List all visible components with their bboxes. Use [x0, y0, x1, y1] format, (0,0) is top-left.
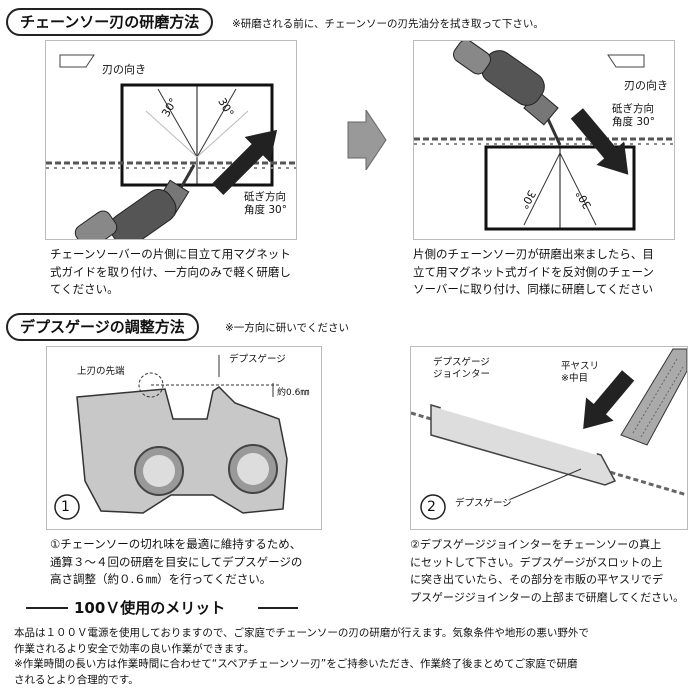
section-note-depth-gauge: ※一方向に研いでください [225, 320, 349, 335]
desc-line: 式ガイドを取り付け、一方向のみで軽く研磨し [50, 264, 310, 282]
merit-line: ※作業時間の長い方は作業時間に合わせて“スペアチェーンソー刃”をご持参いただき、… [14, 657, 690, 673]
label-depth-gauge: デプスゲージ [229, 351, 286, 365]
grinder-tool-icon-right [450, 41, 560, 145]
desc-line: ②デプスゲージジョインターをチェーンソーの真上 [410, 536, 700, 554]
section-title-sharpening: チェーンソー刃の研磨方法 [6, 8, 213, 36]
blade-direction-label-right: 刃の向き [624, 77, 668, 93]
label-top-blade-tip: 上刃の先端 [77, 363, 125, 377]
depth-gauge-desc-left: ①チェーンソーの切れ味を最適に維持するため、 通算３～４回の研磨を目安にしてデプ… [50, 536, 350, 589]
label-file-line1: 平ヤスリ [561, 361, 599, 373]
desc-line: てください。 [50, 281, 310, 299]
blade-direction-label: 刃の向き [102, 61, 146, 77]
direction-label-line1-right: 砥ぎ方向 [612, 103, 655, 116]
merit-rule-left [26, 607, 68, 609]
flat-file-icon [621, 349, 687, 445]
merit-line: 作業されるより安全で効率の良い作業ができます。 [14, 642, 690, 658]
depth-gauge-jointer-diagram: 2 デプスゲージ ジョインター 平ヤスリ ※中目 デプスゲージ [410, 346, 688, 530]
desc-line: に突き出ていたら、その部分を市販の平ヤスリでデ [410, 571, 700, 589]
desc-line: 通算３～４回の研磨を目安にしてデプスゲージの [50, 554, 350, 572]
grinding-direction-label: 砥ぎ方向 角度 30° [244, 191, 287, 217]
desc-line: ソーバーに取り付け、同様に研磨してください [413, 281, 693, 299]
section-title-depth-gauge: デプスゲージの調整方法 [6, 313, 199, 341]
section-note-sharpening: ※研磨される前に、チェーンソーの刃先油分を拭き取って下さい。 [232, 16, 544, 31]
label-jointer-line2: ジョインター [433, 369, 490, 381]
label-depth-gauge-2: デプスゲージ [455, 495, 512, 509]
blade-direction-icon-right [608, 55, 644, 67]
desc-line: 高さ調整（約０.６㎜）を行ってください。 [50, 571, 350, 589]
sharpening-diagram-right: 刃の向き 30° 30° 砥ぎ方向 角度 30° [413, 40, 675, 240]
merit-line: 本品は１００Ｖ電源を使用しておりますので、ご家庭でチェーンソーの刃の研磨が行えま… [14, 626, 690, 642]
desc-line: にセットして下さい。デプスゲージがスロットの上 [410, 554, 700, 572]
desc-line: プスゲージジョインターの上部まで研磨してください。 [410, 589, 700, 607]
label-approx-height: 約0.6㎜ [277, 385, 309, 398]
grinding-direction-label-right: 砥ぎ方向 角度 30° [612, 103, 655, 129]
depth-gauge-desc-right: ②デプスゲージジョインターをチェーンソーの真上 にセットして下さい。デプスゲージ… [410, 536, 700, 606]
label-jointer: デプスゲージ ジョインター [433, 357, 490, 381]
desc-line: 片側のチェーンソー刃が研磨出来ましたら、目 [413, 246, 693, 264]
desc-line: ①チェーンソーの切れ味を最適に維持するため、 [50, 536, 350, 554]
direction-label-line2-right: 角度 30° [612, 116, 655, 129]
sharpening-desc-left: チェーンソーバーの片側に目立て用マグネット 式ガイドを取り付け、一方向のみで軽く… [50, 246, 310, 299]
label-flat-file: 平ヤスリ ※中目 [561, 361, 599, 385]
direction-label-line2: 角度 30° [244, 204, 287, 217]
panel-number-2: 2 [427, 499, 436, 515]
blade-direction-icon [60, 55, 94, 67]
depth-gauge-diagram: 1 上刃の先端 デプスゲージ 約0.6㎜ [46, 346, 322, 530]
direction-label-line1: 砥ぎ方向 [244, 191, 287, 204]
merit-line: されるとより合理的です。 [14, 673, 690, 689]
label-jointer-line1: デプスゲージ [433, 357, 490, 369]
panel-number-1: 1 [61, 499, 70, 515]
next-step-arrow-icon [344, 110, 388, 170]
desc-line: チェーンソーバーの片側に目立て用マグネット [50, 246, 310, 264]
sharpening-desc-right: 片側のチェーンソー刃が研磨出来ましたら、目 立て用マグネット式ガイドを反対側のチ… [413, 246, 693, 299]
desc-line: 立て用マグネット式ガイドを反対側のチェーン [413, 264, 693, 282]
merit-title: 100Ｖ使用のメリット [74, 597, 225, 618]
sharpening-diagram-left: 刃の向き 30° 30° 砥ぎ方向 角度 30° [45, 40, 297, 240]
merit-rule-right [258, 607, 298, 609]
label-file-line2: ※中目 [561, 373, 599, 385]
merit-text: 本品は１００Ｖ電源を使用しておりますので、ご家庭でチェーンソーの刃の研磨が行えま… [14, 626, 690, 688]
